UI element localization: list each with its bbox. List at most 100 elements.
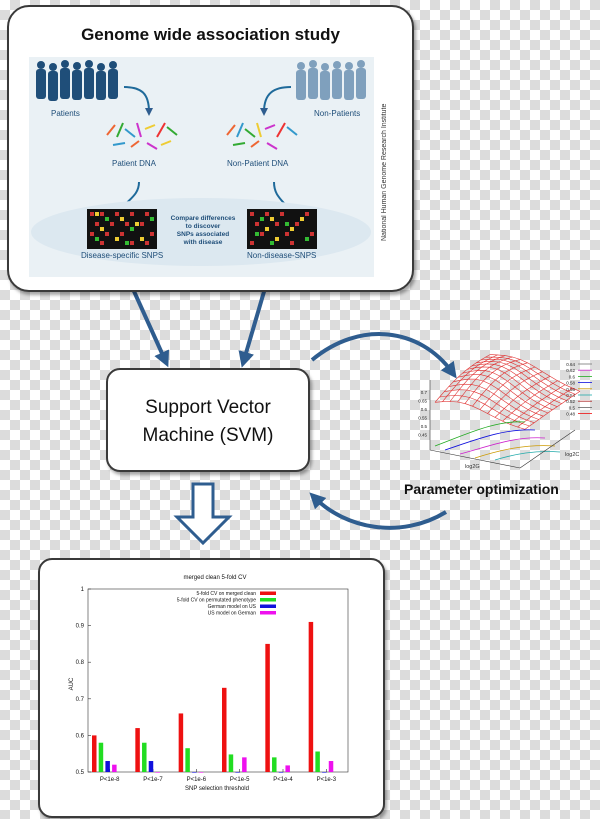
chart-x-tick-label: P<1e-3 <box>317 777 337 783</box>
surface-legend-label: 0.52 <box>566 399 575 404</box>
chart-bar <box>278 772 284 773</box>
surface-z-ticks: 0.7 0.65 0.6 0.55 0.5 0.45 <box>418 390 427 438</box>
chart-legend-swatch <box>260 604 276 608</box>
chart-bar <box>148 761 154 772</box>
chart-bar <box>198 772 204 773</box>
surface-mesh-line <box>457 374 549 414</box>
surface-z-tick-label: 0.65 <box>418 399 427 404</box>
chart-bars <box>92 621 334 773</box>
chart-y-tick-label: 0.7 <box>76 697 85 703</box>
non-patients-label: Non-Patients <box>314 109 361 118</box>
chart-legend-label: 5-fold CV on permutated phenotype <box>177 598 256 604</box>
surface-mesh-line <box>462 370 553 411</box>
chart-x-axis-label: SNP selection threshold <box>185 786 249 792</box>
patients-label: Patients <box>51 109 80 118</box>
surface-mesh-line <box>489 354 581 392</box>
parameter-surface-plot: 0.640.620.60.580.560.540.520.50.48 0.70.… <box>418 354 592 470</box>
chart-legend-swatch <box>260 611 276 615</box>
surface-mesh <box>434 354 581 430</box>
chart-legend-label: 5-fold CV on merged clean <box>197 591 257 597</box>
surface-legend-label: 0.48 <box>566 412 575 417</box>
chart-legend-swatch <box>260 598 276 602</box>
chart-bar <box>272 757 277 772</box>
surface-mesh-line <box>471 363 562 404</box>
chart-bar <box>308 621 314 772</box>
svm-to-results-hollow-arrow <box>173 482 233 546</box>
gwas-illustration-graphic <box>31 60 371 266</box>
non-patient-dna-label: Non-Patient DNA <box>227 159 289 168</box>
surface-mesh-line <box>453 378 544 417</box>
surface-mesh-line <box>444 389 535 423</box>
chart-bar <box>105 761 110 772</box>
surface-axis-y-label: log2C <box>565 452 579 458</box>
chart-bar <box>228 754 234 772</box>
chart-y-axis-label: AUC <box>69 677 75 690</box>
chart-legend-label: US model on German <box>208 611 257 617</box>
surface-legend-label: 0.58 <box>566 381 575 386</box>
surface-mesh-line <box>439 395 530 427</box>
chart-bar <box>235 772 240 773</box>
chart-bar <box>192 772 197 773</box>
gwas-title: Genome wide association study <box>81 25 340 44</box>
surface-mesh-line <box>467 366 558 407</box>
surface-mesh-line <box>480 358 571 398</box>
chart-plot-frame <box>87 588 349 773</box>
surface-z-tick-label: 0.45 <box>418 433 427 438</box>
chart-bar <box>328 761 334 772</box>
chart-bar <box>285 765 290 772</box>
svm-box: Support Vector Machine (SVM) <box>106 368 310 472</box>
gwas-illustration: Patients Non-Patients Patient DNA Non-Pa… <box>29 57 374 277</box>
svm-to-param-arrow <box>310 332 457 379</box>
surface-mesh-line <box>476 361 567 401</box>
non-disease-snps-label: Non-disease-SNPS <box>247 251 317 260</box>
chart-bar <box>92 735 97 772</box>
surface-z-tick-label: 0.55 <box>418 416 427 421</box>
surface-contours <box>434 421 561 461</box>
chart-bar <box>98 742 104 772</box>
surface-z-tick-label: 0.5 <box>421 424 428 429</box>
chart-y-tick-label: 0.8 <box>76 660 85 666</box>
chart-legend-label: German model on US <box>208 604 257 610</box>
surface-mesh-line <box>485 356 576 395</box>
non-disease-snp-array-icon <box>247 209 317 249</box>
chart-bar <box>222 687 227 772</box>
disease-snps-label: Disease-specific SNPS <box>81 251 164 260</box>
chart-bar <box>265 643 270 772</box>
patient-dna-label: Patient DNA <box>112 159 157 168</box>
param-to-svm-arrow <box>309 492 448 530</box>
non-patients-crowd-icon <box>296 60 366 100</box>
chart-bar <box>112 764 117 772</box>
chart-y-tick-label: 1 <box>81 587 85 593</box>
surface-mesh-line <box>434 401 526 430</box>
chart-y-tick-label: 0.9 <box>76 624 85 630</box>
surface-legend-label: 0.6 <box>569 374 576 379</box>
surface-mesh-line <box>448 383 539 420</box>
results-chart-box <box>38 558 385 818</box>
gwas-panel-box: Genome wide association study <box>7 5 414 292</box>
surface-z-tick-label: 0.7 <box>421 390 428 395</box>
surface-axis-x-label: log2G <box>465 464 480 470</box>
svm-label-line2: Machine (SVM) <box>142 425 274 446</box>
chart-y-tick-label: 0.5 <box>76 770 85 776</box>
patients-crowd-icon <box>36 60 118 101</box>
chart-x-tick-label: P<1e-5 <box>230 777 250 783</box>
chart-bar <box>155 772 160 773</box>
surface-legend: 0.640.620.60.580.560.540.520.50.48 <box>566 362 592 417</box>
compare-differences-text: Compare differences to discover SNPs ass… <box>170 215 236 246</box>
surface-z-tick-label: 0.6 <box>421 407 428 412</box>
chart-x-tick-label: P<1e-8 <box>100 777 120 783</box>
chart-bar <box>242 757 247 772</box>
chart-x-tick-label: P<1e-4 <box>273 777 293 783</box>
parameter-optimization-label: Parameter optimization <box>404 481 559 497</box>
chart-title: merged clean 5-fold CV <box>183 575 246 581</box>
chart-bar <box>185 748 190 772</box>
chart-x-tick-label: P<1e-6 <box>187 777 207 783</box>
chart-bar <box>135 728 140 772</box>
svm-label: Support Vector Machine (SVM) <box>108 394 308 450</box>
surface-legend-label: 0.62 <box>566 368 575 373</box>
chart-bar <box>142 742 147 772</box>
chart-y-tick-label: 0.6 <box>76 733 85 739</box>
